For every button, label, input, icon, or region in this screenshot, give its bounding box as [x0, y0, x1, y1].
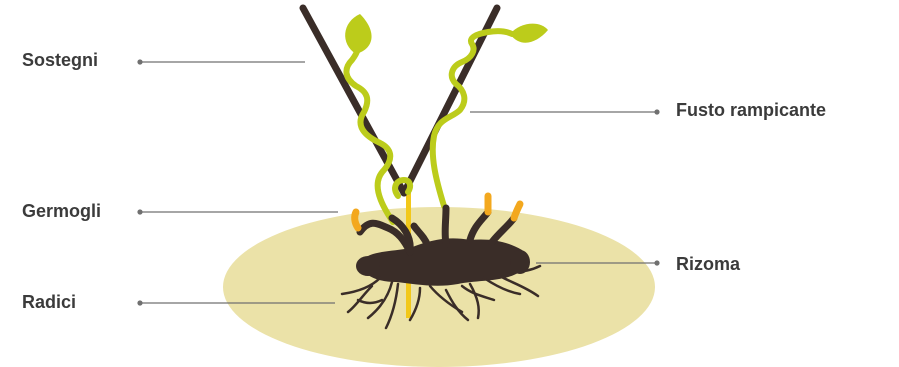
supports — [303, 8, 497, 193]
label-germogli: Germogli — [22, 201, 101, 222]
label-fusto-rampicante: Fusto rampicante — [676, 100, 826, 121]
leaf-icon — [345, 14, 371, 54]
label-radici: Radici — [22, 292, 76, 313]
soil-ellipse — [223, 207, 655, 367]
label-rizoma: Rizoma — [676, 254, 740, 275]
leaf-icon — [510, 24, 548, 43]
label-sostegni: Sostegni — [22, 50, 98, 71]
